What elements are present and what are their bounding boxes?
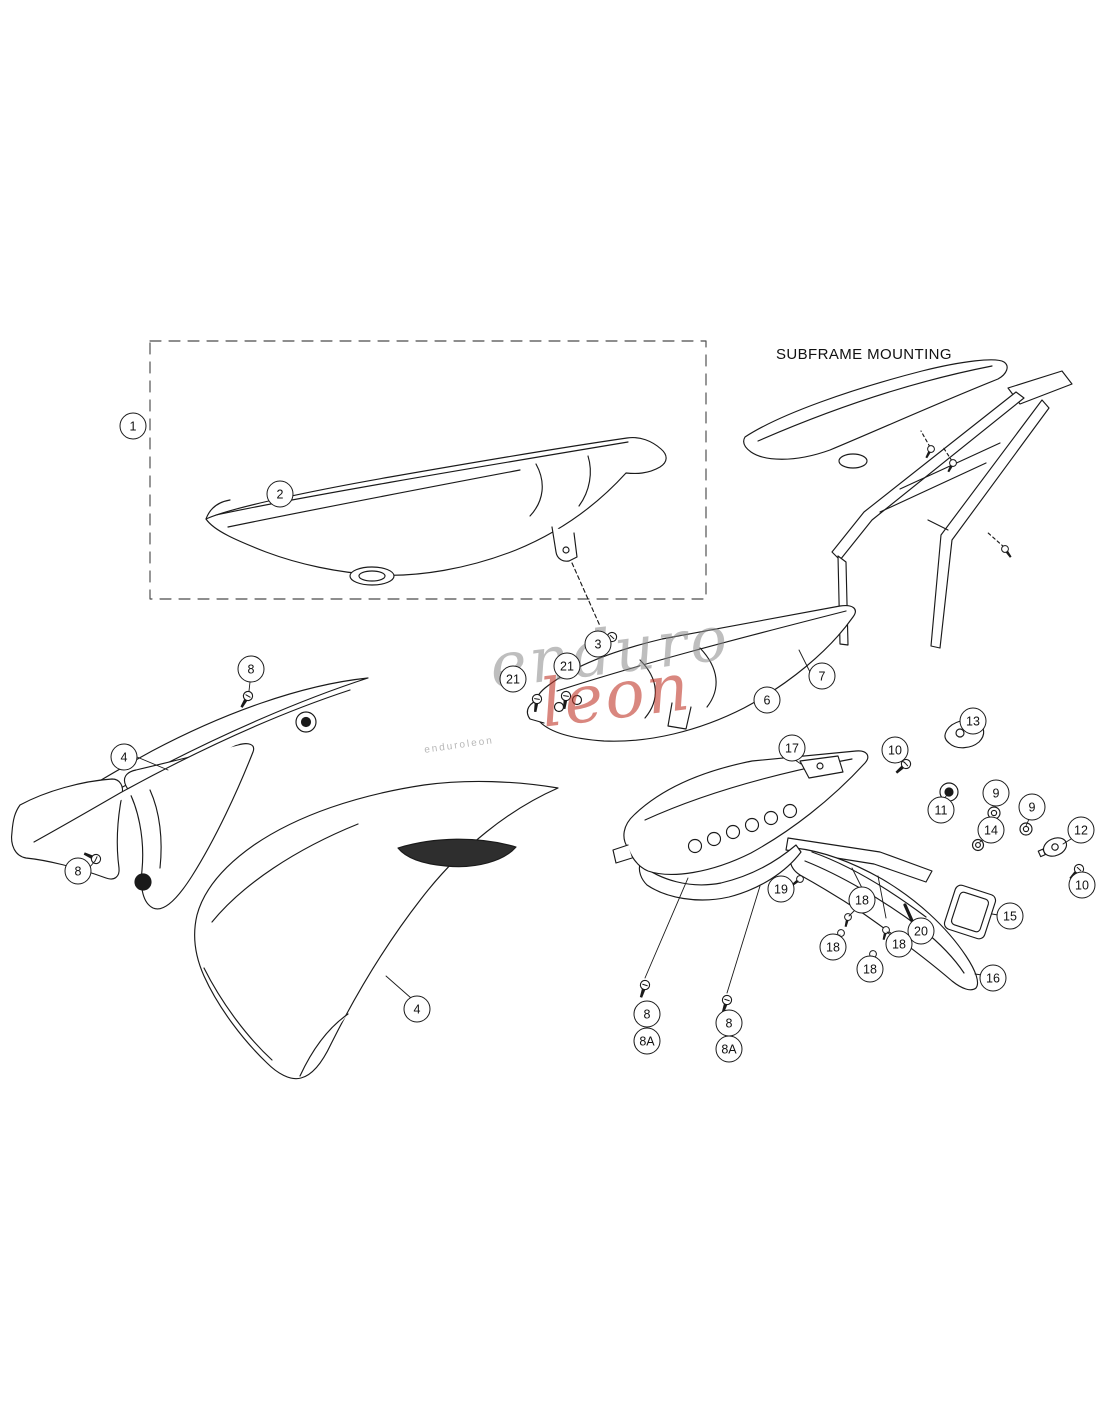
callout-9: 9	[1018, 793, 1046, 821]
callout-4: 4	[403, 995, 431, 1023]
callout-21: 21	[553, 652, 581, 680]
callout-18: 18	[885, 930, 913, 958]
plate-holder-15	[943, 884, 997, 940]
callout-14: 14	[977, 816, 1005, 844]
screw-8	[636, 978, 652, 1000]
callout-18: 18	[856, 955, 884, 983]
seat-detail-dashed-box	[149, 340, 707, 600]
subframe-screw	[944, 457, 959, 475]
callout-17: 17	[778, 734, 806, 762]
center-side-panel-drawing	[194, 780, 559, 1080]
callout-8: 8	[64, 857, 92, 885]
callout-3: 3	[584, 630, 612, 658]
callout-2: 2	[266, 480, 294, 508]
screw-18	[841, 912, 853, 929]
callout-11: 11	[927, 796, 955, 824]
seat-drawing	[205, 436, 667, 586]
callout-8: 8	[633, 1000, 661, 1028]
callout-21: 21	[499, 665, 527, 693]
rear-fender-top-drawing	[526, 604, 856, 742]
callout-15: 15	[996, 902, 1024, 930]
subframe-mounting-label: SUBFRAME MOUNTING	[776, 346, 952, 363]
callout-19: 19	[767, 875, 795, 903]
left-side-panel-drawing	[11, 677, 369, 910]
callout-4: 4	[110, 743, 138, 771]
subframe-mounting-drawing	[743, 359, 1073, 649]
rear-fender-assembly-drawing	[612, 719, 1068, 991]
callout-1: 1	[119, 412, 147, 440]
subframe-screw	[999, 543, 1015, 560]
callout-10: 10	[881, 736, 909, 764]
callout-10: 10	[1068, 871, 1096, 899]
callout-12: 12	[1067, 816, 1095, 844]
fitting-12	[1037, 837, 1068, 858]
callout-18: 18	[819, 933, 847, 961]
callout-8: 8	[715, 1009, 743, 1037]
callout-6: 6	[753, 686, 781, 714]
callout-13: 13	[959, 707, 987, 735]
callout-8: 8	[237, 655, 265, 683]
callout-8A: 8A	[715, 1035, 743, 1063]
seat-bolt-leader-line	[571, 562, 601, 627]
callout-9: 9	[982, 779, 1010, 807]
callout-7: 7	[808, 662, 836, 690]
callout-18: 18	[848, 886, 876, 914]
callout-8A: 8A	[633, 1027, 661, 1055]
callout-16: 16	[979, 964, 1007, 992]
